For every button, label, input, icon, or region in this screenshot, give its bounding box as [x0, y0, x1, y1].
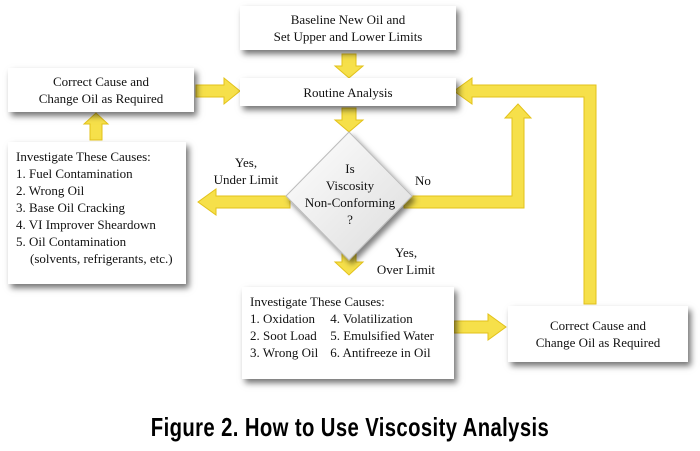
decision-line-4: ?	[347, 212, 353, 227]
arrow-correct-top-to-routine	[195, 76, 241, 106]
arrow-over-to-correct-bottom	[453, 313, 507, 341]
over-cause-item: 5. Emulsified Water	[330, 328, 434, 343]
routine-analysis-box: Routine Analysis	[240, 78, 456, 106]
under-cause-item: 1. Fuel Contamination	[16, 166, 133, 181]
baseline-box: Baseline New Oil and Set Upper and Lower…	[240, 6, 456, 50]
baseline-line-2: Set Upper and Lower Limits	[273, 29, 423, 44]
edge-label-under-line-2: Under Limit	[213, 172, 279, 187]
under-causes-title: Investigate These Causes:	[16, 149, 151, 164]
under-limit-causes-box: Investigate These Causes: 1. Fuel Contam…	[8, 142, 186, 284]
edge-label-over-limit: Yes, Over Limit	[366, 244, 446, 278]
edge-label-over-line-2: Over Limit	[376, 262, 436, 277]
routine-analysis-label: Routine Analysis	[303, 84, 393, 100]
decision-line-1: Is	[345, 161, 355, 176]
over-cause-item: 1. Oxidation	[250, 311, 315, 326]
figure-caption: Figure 2. How to Use Viscosity Analysis	[150, 412, 550, 442]
edge-label-under-limit: Yes, Under Limit	[196, 154, 296, 188]
edge-label-under-line-1: Yes,	[234, 155, 258, 170]
under-cause-item: 2. Wrong Oil	[16, 183, 85, 198]
over-cause-item: 4. Volatilization	[330, 311, 413, 326]
over-causes-title: Investigate These Causes:	[250, 294, 385, 309]
arrow-routine-to-decision	[333, 107, 365, 133]
baseline-line-1: Baseline New Oil and	[290, 12, 406, 27]
correct-cause-bottom-box: Correct Cause and Change Oil as Required	[508, 306, 688, 362]
under-cause-item-note: (solvents, refrigerants, etc.)	[30, 251, 173, 266]
arrow-correct-bottom-loop-to-routine	[453, 77, 597, 305]
correct-top-line-2: Change Oil as Required	[38, 91, 164, 106]
arrow-no-to-routine	[403, 103, 533, 209]
over-cause-item: 2. Soot Load	[250, 328, 317, 343]
edge-label-no: No	[408, 172, 438, 189]
correct-top-line-1: Correct Cause and	[52, 74, 150, 89]
over-causes-col-2: 4. Volatilization 5. Emulsified Water 6.…	[330, 310, 446, 361]
arrow-baseline-to-routine	[333, 53, 365, 79]
edge-label-no-text: No	[415, 173, 431, 188]
decision-line-3: Non-Conforming	[304, 195, 396, 210]
over-limit-causes-box: Investigate These Causes: 1. Oxidation 2…	[242, 287, 454, 379]
under-cause-item: 4. VI Improver Sheardown	[16, 217, 156, 232]
decision-text: Is Viscosity Non-Conforming ?	[290, 160, 410, 228]
correct-bottom-line-1: Correct Cause and	[549, 318, 647, 333]
correct-bottom-line-2: Change Oil as Required	[535, 335, 661, 350]
over-causes-col-1: 1. Oxidation 2. Soot Load 3. Wrong Oil	[250, 310, 330, 361]
over-causes-columns: 1. Oxidation 2. Soot Load 3. Wrong Oil 4…	[250, 310, 446, 361]
arrow-under-to-correct-top	[82, 112, 110, 141]
under-cause-item: 3. Base Oil Cracking	[16, 200, 126, 215]
decision-line-2: Viscosity	[325, 178, 375, 193]
over-cause-item: 6. Antifreeze in Oil	[330, 345, 431, 360]
decision-diamond	[285, 131, 413, 261]
correct-cause-top-box: Correct Cause and Change Oil as Required	[8, 68, 194, 112]
arrow-decision-to-under-causes	[197, 188, 291, 216]
edge-label-over-line-1: Yes,	[394, 245, 418, 260]
over-cause-item: 3. Wrong Oil	[250, 345, 319, 360]
under-cause-item: 5. Oil Contamination	[16, 234, 127, 249]
